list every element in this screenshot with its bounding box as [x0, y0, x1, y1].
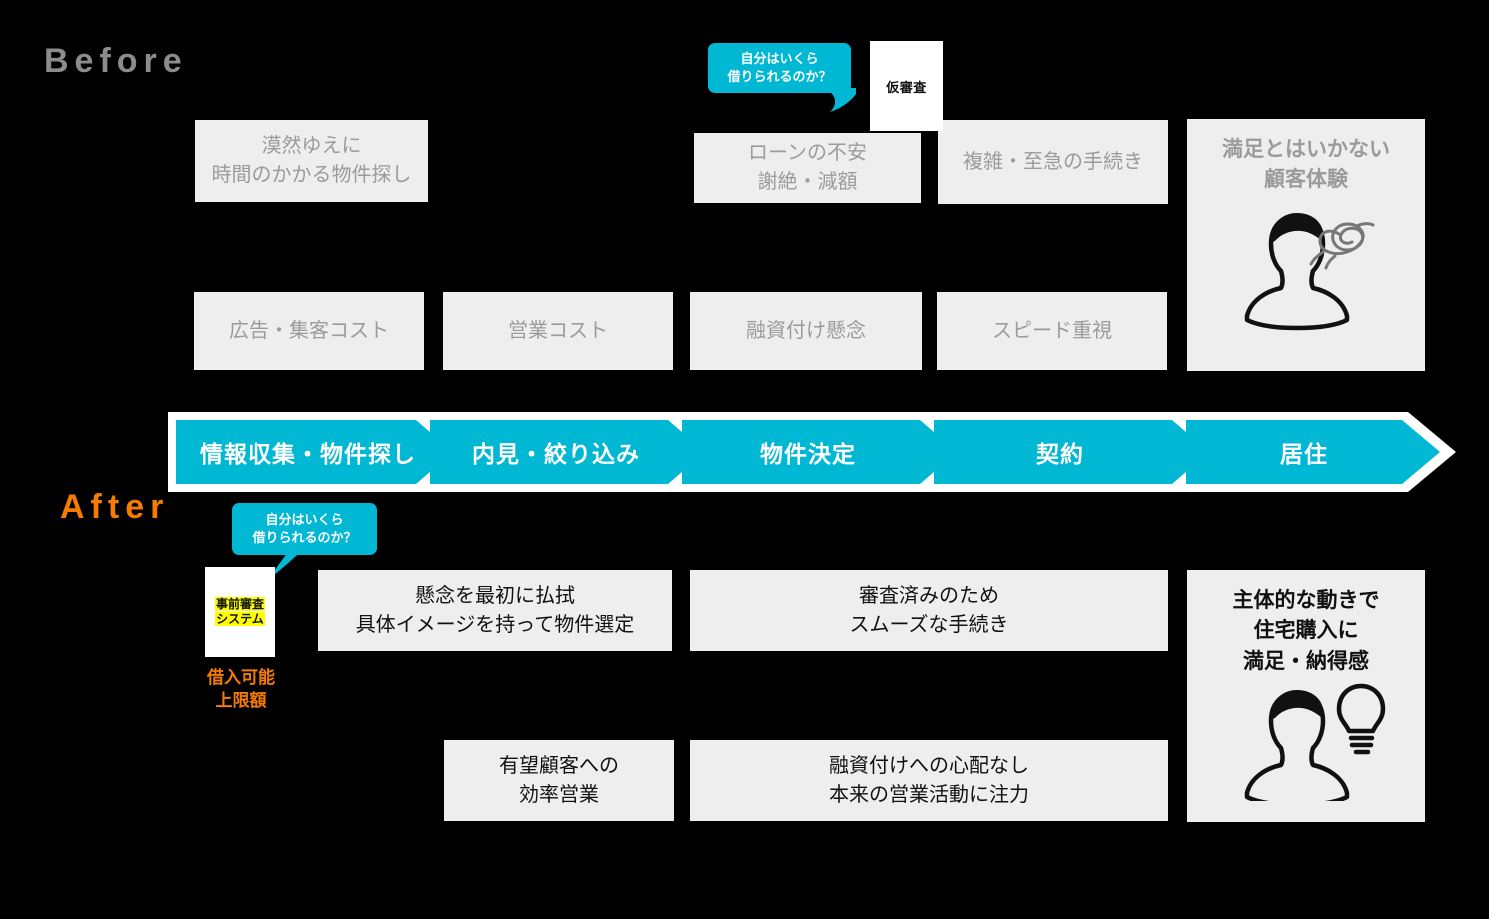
after-document-card-prescreening-system: 事前審査 システム	[205, 567, 275, 657]
speech-bubble-text: 自分はいくら 借りられるのか？	[727, 51, 832, 84]
card-text: 懸念を最初に払拭 具体イメージを持って物件選定	[355, 584, 635, 636]
card-text: 有望顧客への 効率営業	[499, 754, 619, 806]
after-bubble-tail-icon	[268, 550, 298, 580]
before-document-card-provisional-review: 仮審査	[870, 41, 943, 131]
after-card-efficient-sales: 有望顧客への 効率営業	[444, 740, 674, 821]
before-card-speed-priority: スピード重視	[937, 292, 1167, 370]
section-label-before: Before	[44, 42, 188, 80]
card-text: 広告・集客コスト	[229, 319, 389, 342]
card-text: 漠然ゆえに 時間のかかる物件探し	[211, 135, 412, 186]
card-text: 融資付けへの心配なし 本来の営業活動に注力	[829, 754, 1029, 806]
section-label-after: After	[60, 488, 170, 526]
journey-stage-1-label[interactable]: 情報収集・物件探し	[200, 441, 416, 467]
speech-bubble-text: 自分はいくら 借りられるのか？	[252, 512, 357, 545]
after-card-no-financing-worry: 融資付けへの心配なし 本来の営業活動に注力	[690, 740, 1168, 821]
document-card-text: 仮審査	[886, 79, 927, 95]
card-text: 融資付け懸念	[746, 319, 866, 342]
card-text: 複雑・至急の手続き	[963, 150, 1143, 173]
outcome-text: 主体的な動きで 住宅購入に 満足・納得感	[1232, 589, 1380, 673]
before-speech-bubble: 自分はいくら 借りられるのか？	[708, 43, 851, 93]
card-text: 営業コスト	[508, 319, 608, 342]
journey-stage-5-label[interactable]: 居住	[1280, 441, 1328, 467]
arrow-band-graphic	[168, 412, 1456, 492]
outcome-text: 満足とはいかない 顧客体験	[1222, 138, 1390, 192]
highlight-text: 事前審査	[214, 597, 265, 611]
before-bubble-tail-icon	[828, 88, 856, 112]
before-card-ad-cost: 広告・集客コスト	[194, 292, 424, 370]
after-card-dispel-concerns: 懸念を最初に払拭 具体イメージを持って物件選定	[318, 570, 672, 651]
journey-stage-4-label[interactable]: 契約	[1036, 441, 1084, 467]
document-card-line-2: システム	[215, 612, 265, 627]
before-card-loan-anxiety: ローンの不安 謝絶・減額	[694, 133, 921, 203]
before-card-financing-concern: 融資付け懸念	[690, 292, 922, 370]
card-text: 審査済みのため スムーズな手続き	[849, 584, 1009, 636]
journey-stage-2-label[interactable]: 内見・絞り込み	[472, 441, 640, 467]
after-borrowing-limit-caption: 借入可能 上限額	[207, 668, 275, 710]
before-card-property-search: 漠然ゆえに 時間のかかる物件探し	[195, 120, 428, 202]
outcome-illustration-after	[1187, 677, 1425, 822]
after-card-smooth-procedures: 審査済みのため スムーズな手続き	[690, 570, 1168, 651]
outcome-illustration-before	[1187, 196, 1425, 371]
card-text: スピード重視	[992, 319, 1112, 342]
journey-stage-arrow-band: 情報収集・物件探し 内見・絞り込み 物件決定 契約 居住	[168, 412, 1456, 492]
after-speech-bubble: 自分はいくら 借りられるのか？	[232, 503, 377, 555]
highlight-text: システム	[215, 612, 265, 626]
before-card-complex-procedures: 複雑・至急の手続き	[938, 120, 1168, 204]
document-card-line-1: 事前審査	[214, 597, 265, 612]
before-card-sales-cost: 営業コスト	[443, 292, 673, 370]
before-outcome-card: 満足とはいかない 顧客体験	[1187, 119, 1425, 371]
after-outcome-card: 主体的な動きで 住宅購入に 満足・納得感	[1187, 570, 1425, 822]
card-text: ローンの不安 謝絶・減額	[748, 142, 867, 193]
journey-stage-3-label[interactable]: 物件決定	[760, 441, 856, 467]
